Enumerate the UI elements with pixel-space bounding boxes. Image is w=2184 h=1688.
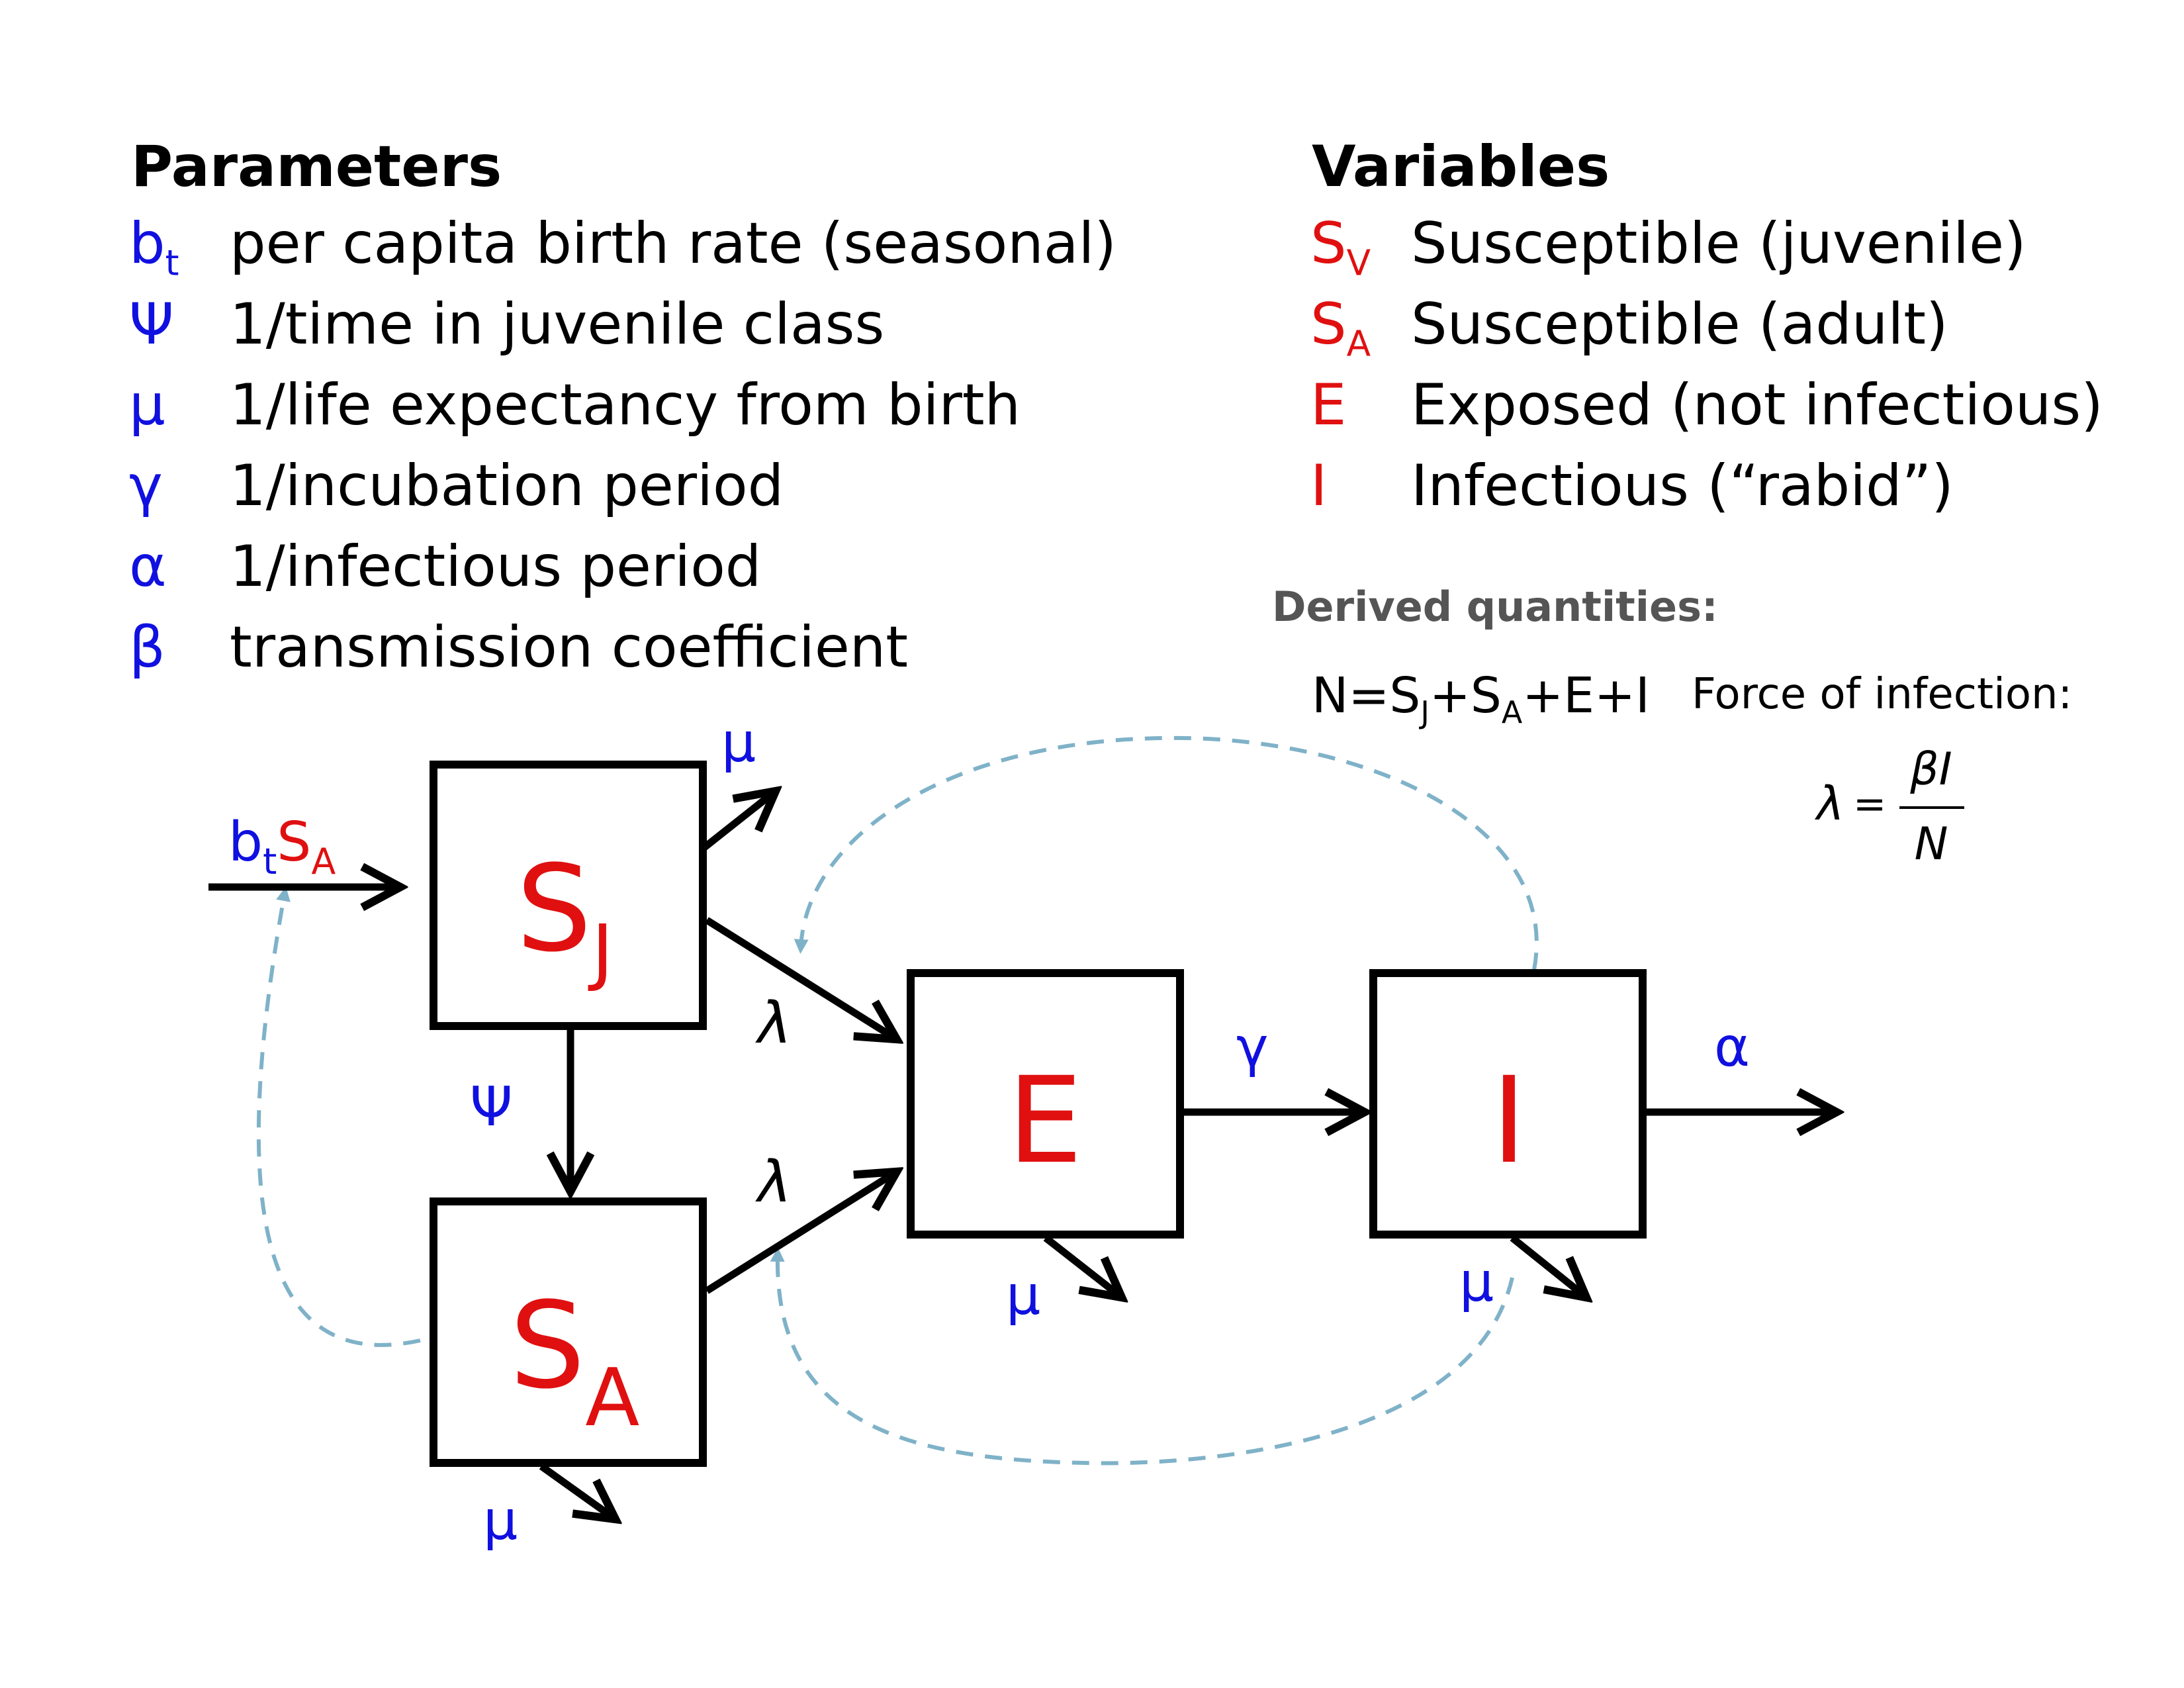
variable-description: Susceptible (adult) [1411,291,1948,357]
variable-description: Susceptible (juvenile) [1411,211,2026,277]
box-susceptible-adult [430,1197,707,1467]
parameter-symbol: μ [129,372,165,438]
lambda-label-adult: λ [755,1149,792,1215]
variable-symbol: E [1310,372,1346,438]
variable-description: Infectious (“rabid”) [1411,453,1954,519]
parameter-symbol: α [129,534,167,600]
feedback-curve-infectious-to-adult [770,1247,1514,1466]
alpha-label: α [1714,1016,1750,1079]
i-label: I [1491,1052,1526,1190]
sj-label-main: S [516,840,592,978]
parameter-symbol-main: μ [129,372,165,438]
parameter-symbol: Ψ [129,291,174,357]
parameter-symbol: β [129,614,165,680]
parameter-description: transmission coefficient [230,614,908,680]
parameter-symbol: γ [129,453,163,519]
variable-symbol: I [1310,453,1327,519]
parameter-symbol-main: γ [129,453,163,519]
fraction-numerator: βI [1909,743,1952,796]
population-formula-sub: A [1501,694,1523,731]
parameter-description: 1/infectious period [230,534,762,600]
parameter-symbol-main: b [129,211,165,277]
parameter-description: per capita birth rate (seasonal) [230,211,1116,277]
birth-rate-b: b [228,811,263,874]
parameters-heading: Parameters [131,134,502,200]
psi-label: Ψ [470,1076,513,1139]
i-mortality-arrow [1510,1235,1586,1297]
birth-rate-t: t [263,841,277,882]
population-formula-part: +S [1429,667,1502,724]
population-formula-part: N=S [1312,667,1421,724]
variable-symbol: SV [1310,211,1371,284]
gamma-label: γ [1236,1016,1269,1079]
parameter-symbol-main: Ψ [129,291,174,357]
birth-rate-s: S [277,811,311,874]
sa-label: SA [510,1277,639,1444]
variables-heading: Variables [1312,134,1610,200]
variable-symbol-main: I [1310,453,1328,519]
birth-rate-a: A [311,841,336,882]
sj-label-sub: J [588,909,613,994]
variable-symbol-main: S [1310,291,1347,357]
variable-symbol-sub: A [1346,323,1371,365]
force-of-infection-label: Force of infection: [1692,670,2073,719]
derived-heading: Derived quantities: [1272,583,1718,631]
parameter-symbol-main: β [129,614,165,680]
sa-label-sub: A [585,1352,639,1444]
birth-rate-label: btSA [228,811,336,882]
feedback-curve-infectious-to-juvenile [794,735,1539,970]
sj-label: SJ [516,840,614,994]
box-susceptible-juvenile [430,761,707,1030]
box-exposed [907,969,1184,1239]
population-formula-sub: J [1420,694,1430,731]
variable-symbol: SA [1310,291,1371,365]
feedback-curve-adults-to-births [256,886,421,1347]
variable-symbol-main: E [1310,372,1347,438]
equals-sign: = [1853,781,1886,827]
population-formula: N=SJ+SA+E+I [1312,667,1650,730]
sa-infection-arrow [705,1172,897,1294]
sj-mu-label: μ [721,712,756,774]
variable-symbol-main: S [1310,211,1347,277]
e-mu-label: μ [1006,1264,1040,1327]
parameter-symbol: bt [129,211,179,284]
sa-mortality-arrow [539,1463,615,1519]
parameter-description: 1/incubation period [230,453,784,519]
parameter-description: 1/life expectancy from birth [230,372,1021,438]
lambda-label-juvenile: λ [755,990,792,1056]
i-mu-label: μ [1459,1251,1494,1314]
parameter-symbol-main: α [129,534,167,600]
lambda-symbol: λ [1814,776,1844,831]
population-formula-part: +E+I [1522,667,1650,724]
parameter-symbol-sub: t [165,242,179,284]
box-infectious [1369,969,1647,1239]
e-mortality-arrow [1043,1235,1122,1297]
variable-description: Exposed (not infectious) [1411,372,2103,438]
fraction-denominator: N [1915,818,1948,870]
sa-mu-label: μ [483,1489,518,1552]
variable-symbol-sub: V [1346,242,1371,284]
parameter-description: 1/time in juvenile class [230,291,885,357]
e-label: E [1007,1052,1083,1190]
sj-infection-arrow [705,917,897,1039]
sa-label-main: S [510,1277,585,1415]
sj-mortality-arrow [700,791,776,852]
